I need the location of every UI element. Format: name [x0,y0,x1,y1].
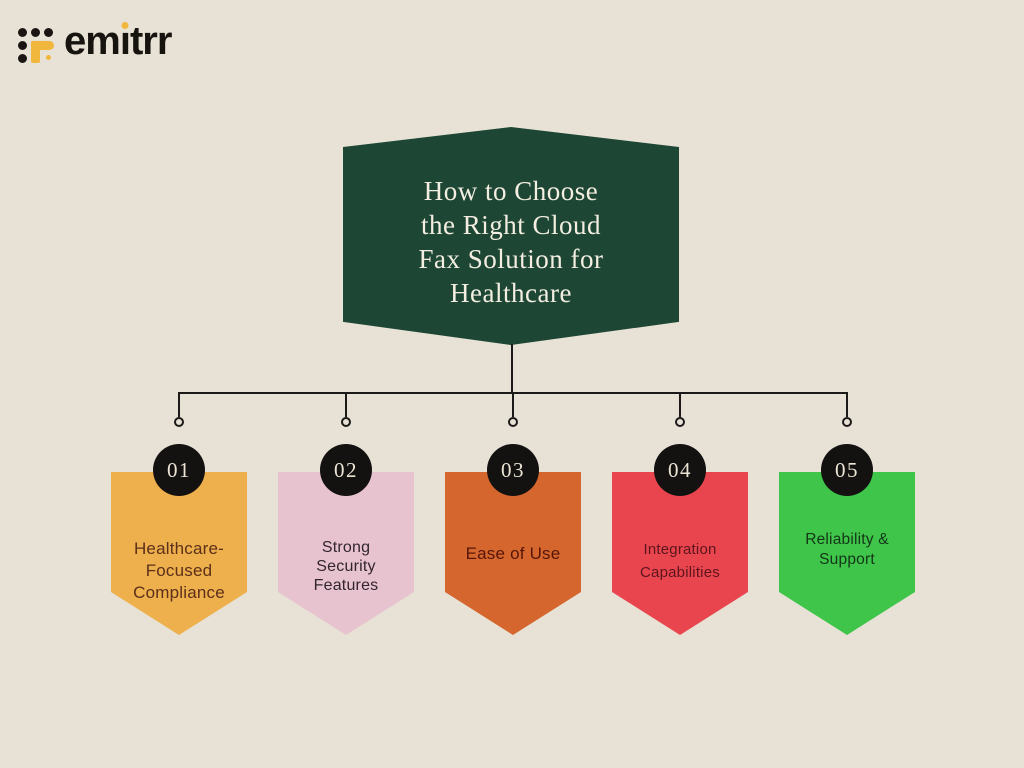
option-item-3: Ease of Use 03 [445,444,581,635]
ribbon-shape: Ease of Use [445,472,581,635]
option-label: Healthcare- Focused Compliance [133,539,225,602]
connector-drop-line [512,393,514,417]
emitrr-logo: emıtrr [18,18,172,66]
ribbon-shape: Integration Capabilities [612,472,748,635]
logo-dot [44,28,53,37]
connector-ring [675,417,685,427]
wordmark-part: em [64,19,121,63]
emitrr-logo-icon [18,28,56,66]
number-badge: 01 [153,444,205,496]
connector-drop-line [679,393,681,417]
number-badge: 04 [654,444,706,496]
option-label: Reliability & Support [805,531,889,568]
ribbon-shape: Reliability & Support [779,472,915,635]
connector-ring [508,417,518,427]
wordmark-part: trr [129,19,172,63]
option-item-2: Strong Security Features 02 [278,444,414,635]
option-item-1: Healthcare- Focused Compliance 01 [111,444,247,635]
option-label: Ease of Use [465,544,561,563]
connector-ring [842,417,852,427]
number-badge: 02 [320,444,372,496]
logo-dot [18,41,27,50]
option-item-5: Reliability & Support 05 [779,444,915,635]
number-badge: 05 [821,444,873,496]
option-label: Integration Capabilities [640,541,720,581]
connector-drop-line [178,393,180,417]
option-item-4: Integration Capabilities 04 [612,444,748,635]
connector-ring [341,417,351,427]
logo-dot [18,28,27,37]
number-badge: 03 [487,444,539,496]
logo-accent-shape [31,41,54,50]
wordmark-i: ı [119,19,131,63]
option-label: Strong Security Features [313,539,379,594]
connector-drop-line [846,393,848,417]
logo-dot [18,54,27,63]
logo-dot [31,28,40,37]
page-title: How to Choose the Right Cloud Fax Soluti… [418,176,604,308]
title-banner: How to Choose the Right Cloud Fax Soluti… [343,127,679,345]
connector-ring [174,417,184,427]
ribbon-shape: Healthcare- Focused Compliance [111,472,247,635]
logo-accent-dot [46,55,51,60]
connector-drop-line [345,393,347,417]
logo-accent-shape [31,41,40,63]
emitrr-wordmark: emıtrr [64,18,172,64]
connector-stem [511,344,513,393]
ribbon-shape: Strong Security Features [278,472,414,635]
